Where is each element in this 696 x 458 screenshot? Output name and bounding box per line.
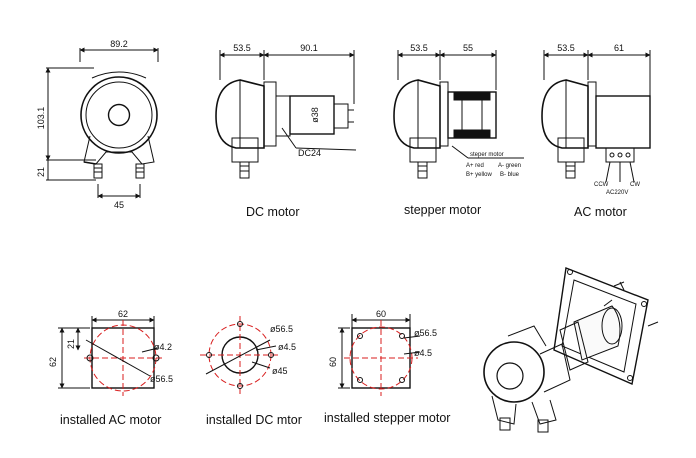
stepper-wire-a-minus: A- green [498,163,521,169]
installed-ac-circle-label: ø56.5 [150,374,173,384]
caption-dc-motor: DC motor [246,205,300,219]
ac-cw-label: CW [630,182,640,188]
caption-ac-motor: AC motor [574,205,627,219]
caption-installed-stepper: installed stepper motor [324,411,451,425]
installed-stepper-view [338,314,421,396]
installed-stepper-circle-label: ø56.5 [414,328,437,338]
dc-body-label: 53.5 [233,43,251,53]
dc-voltage-label: DC24 [298,148,321,158]
installed-stepper-hole-label: ø4.5 [414,348,432,358]
stepper-motor-length-label: 55 [463,43,473,53]
installed-ac-view [58,316,162,396]
installed-dc-hole2-label: ø45 [272,366,288,376]
installed-ac-height-label: 62 [48,357,58,367]
front-nozzle-label: 21 [36,167,46,177]
installed-ac-width-label: 62 [118,309,128,319]
installed-dc-circle-label: ø56.5 [270,324,293,334]
installed-dc-hole1-label: ø4.5 [278,342,296,352]
stepper-wire-b-plus: B+ yellow [466,172,493,178]
ac-motor-view [541,50,651,183]
caption-installed-ac: installed AC motor [60,413,162,427]
dc-diameter-label: ø38 [310,107,320,123]
installed-ac-hole-label: ø4.2 [154,342,172,352]
ac-motor-length-label: 61 [614,43,624,53]
installed-stepper-height-label: 60 [328,357,338,367]
front-spacing-label: 45 [114,200,124,210]
stepper-motor-view [393,50,524,179]
installed-dc-view [200,316,280,394]
dc-motor-length-label: 90.1 [300,43,318,53]
front-view [45,47,159,199]
ac-voltage-label: AC220V [606,190,628,196]
dc-motor-view [215,50,357,179]
stepper-wire-b-minus: B- blue [500,172,520,178]
installed-stepper-width-label: 60 [376,309,386,319]
stepper-wiring-title: steper motor [470,152,504,158]
pump-3d-view [483,267,659,433]
caption-stepper-motor: stepper motor [404,203,482,217]
front-width-label: 89.2 [110,39,128,49]
stepper-body-label: 53.5 [410,43,428,53]
caption-installed-dc: installed DC mtor [206,413,302,427]
stepper-wire-a-plus: A+ red [466,163,484,169]
front-height-label: 103.1 [36,107,46,130]
ac-ccw-label: CCW [594,182,609,188]
ac-body-label: 53.5 [557,43,575,53]
installed-ac-offset-label: 21 [66,339,76,349]
